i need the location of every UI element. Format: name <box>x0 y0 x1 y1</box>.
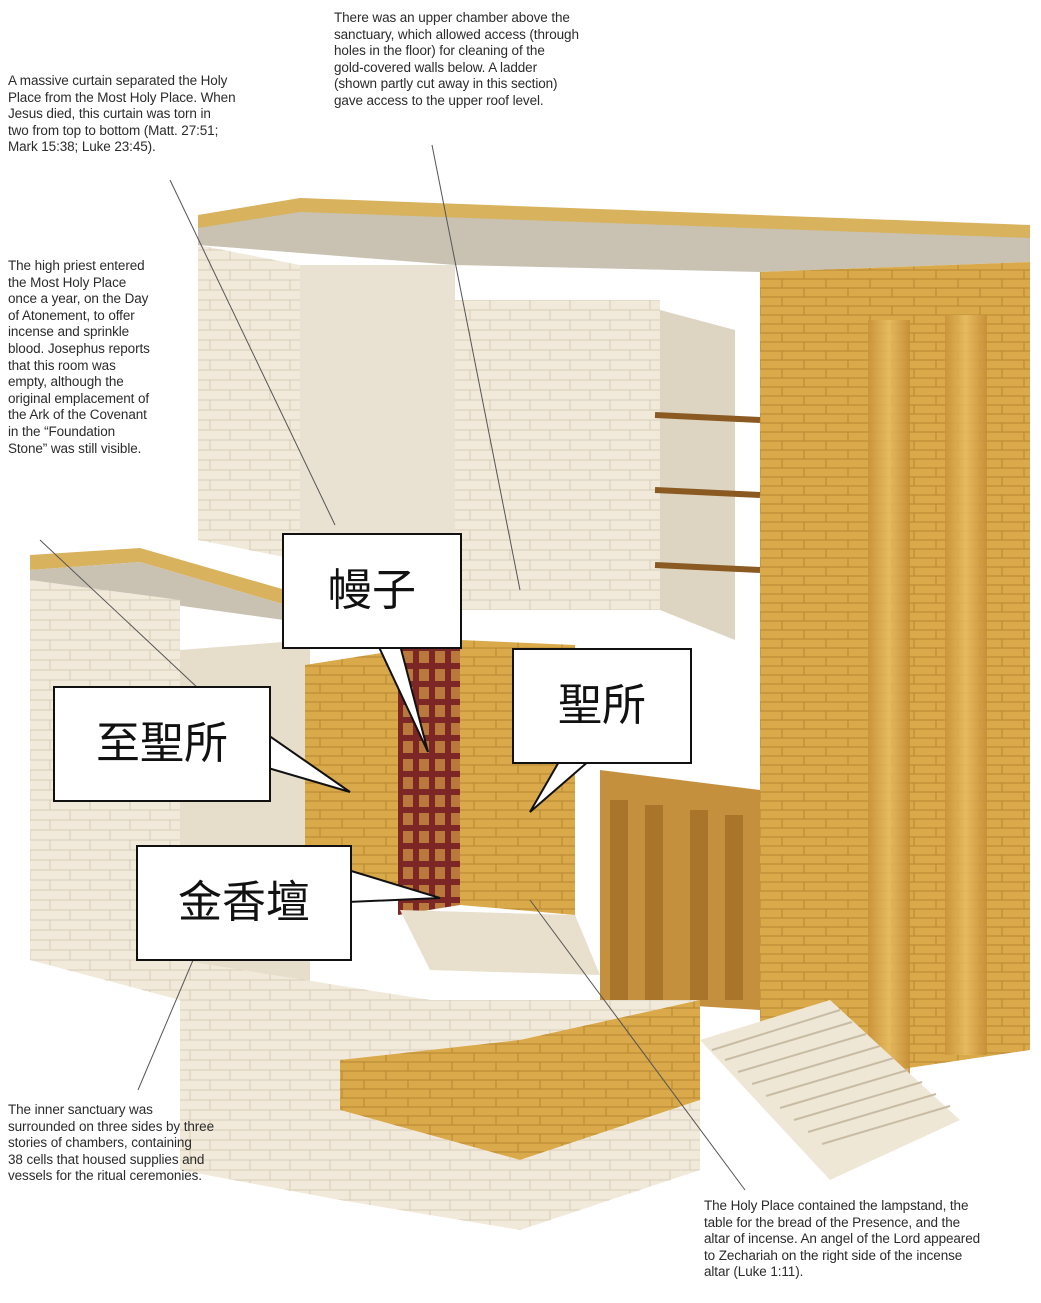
annotation-high-priest: The high priest entered the Most Holy Pl… <box>8 258 150 456</box>
most-holy-interior <box>305 650 400 900</box>
callout-holy-of-holies: 至聖所 <box>53 686 271 802</box>
upper-chamber-back <box>455 300 660 610</box>
pillar-right <box>945 315 987 1055</box>
annotation-inner-sanctuary: The inner sanctuary was surrounded on th… <box>8 1102 214 1184</box>
annotation-curtain: A massive curtain separated the Holy Pla… <box>8 73 236 155</box>
front-gold-block <box>340 1000 700 1160</box>
annotation-holy-place: The Holy Place contained the lampstand, … <box>704 1198 981 1280</box>
upper-chamber-wall <box>300 265 455 610</box>
holy-place-floor <box>400 910 600 975</box>
ladder <box>654 412 761 573</box>
porch-columns <box>610 800 743 1000</box>
left-upper-wall <box>198 245 300 560</box>
pillar-left <box>868 320 910 1080</box>
upper-chamber-side <box>660 310 735 640</box>
annotation-upper-chamber: There was an upper chamber above the san… <box>334 10 579 108</box>
leader-lines <box>39 144 746 1191</box>
roof <box>30 198 1030 625</box>
front-base <box>340 1100 700 1230</box>
steps <box>700 1000 960 1180</box>
porch <box>600 770 760 1010</box>
callout-incense-altar: 金香壇 <box>136 845 352 961</box>
callout-veil: 幔子 <box>282 533 462 649</box>
callout-holy-place: 聖所 <box>512 648 692 764</box>
